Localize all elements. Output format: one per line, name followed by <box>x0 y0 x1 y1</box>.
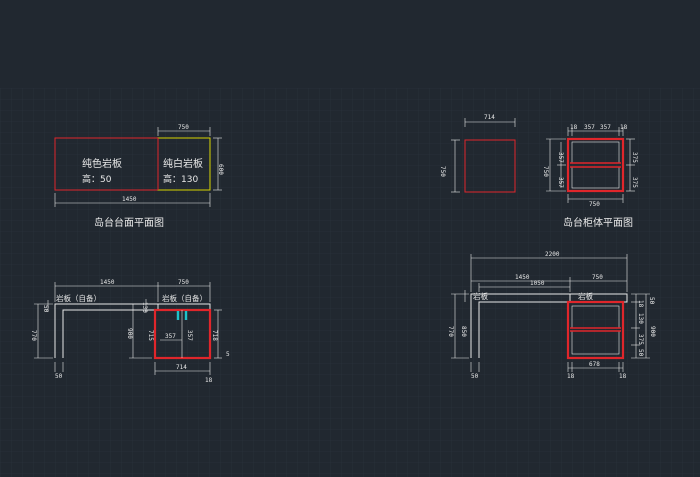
elev2-dim-top-c: 750 <box>592 274 603 281</box>
plan1-dim-top: 750 <box>178 124 189 131</box>
plan2-dim-top-b: 357 <box>584 124 595 131</box>
elev1-dim-mid: 900 <box>126 328 133 339</box>
elev1-cabinet <box>153 308 212 360</box>
plan2-dim-left-b: 357 <box>557 177 564 188</box>
plan2-dim-left: 750 <box>542 166 549 177</box>
elev1-dim-inner-b: 715 <box>147 330 154 341</box>
elev2-label-left: 岩板 <box>473 291 488 301</box>
elev1-dim-mid-b: 130 <box>141 302 148 313</box>
elev2-dim-right-c: 18 <box>637 300 644 308</box>
elev2-dim-top-b: 1050 <box>530 280 545 287</box>
elev2-dim-left-b: 850 <box>460 326 467 337</box>
plan1-right-label: 纯白岩板 <box>163 157 203 170</box>
plan2-dim-top-c: 357 <box>600 124 611 131</box>
plan2-dim-right-b: 375 <box>631 177 638 188</box>
plan2-dim-top-a: 18 <box>570 124 578 131</box>
plan1-title: 岛台台面平面图 <box>94 216 164 229</box>
elev1-dim-left-a: 50 <box>42 305 49 313</box>
elev2-dim-left: 770 <box>447 326 454 337</box>
elev1-dim-inner-a: 357 <box>165 333 176 340</box>
elevation-right <box>451 254 650 372</box>
elev1-dim-top: 1450 <box>100 279 115 286</box>
elev1-dim-inner-d: 718 <box>211 330 218 341</box>
elev2-dim-right-a: 50 <box>648 297 655 305</box>
elevation-left <box>34 282 222 375</box>
elev2-dim-bottom-b: 678 <box>589 361 600 368</box>
elev1-dim-bottom-a: 50 <box>55 373 63 380</box>
plan1-dim-bottom: 1450 <box>122 196 137 203</box>
plan1-left-height: 高：50 <box>82 173 112 185</box>
elev1-dim-bottom-b: 714 <box>176 364 187 371</box>
elev2-dim-bottom-c: 18 <box>619 373 627 380</box>
elev2-dim-right-b: 900 <box>649 326 656 337</box>
elev2-dim-bottom-d: 50 <box>471 373 479 380</box>
elev2-dim-top-a: 1450 <box>515 274 530 281</box>
plan2-dim-left-a: 357 <box>557 152 564 163</box>
plan2-dim-box-top: 714 <box>484 114 495 121</box>
elev2-label-right: 岩板 <box>578 291 593 301</box>
elev2-dim-bottom-a: 18 <box>567 373 575 380</box>
plan2-dim-right-a: 375 <box>631 152 638 163</box>
elev2-cabinet <box>566 300 625 360</box>
cabinet-plan-box <box>464 139 516 193</box>
elev2-dim-right-f: 50 <box>637 349 644 357</box>
elev1-label-left: 岩板（自备） <box>56 293 101 303</box>
plan2-dim-box-side: 750 <box>439 166 446 177</box>
plan1-left-label: 纯色岩板 <box>82 157 122 170</box>
elev2-dim-right-e: 375 <box>637 334 644 345</box>
plan1-dim-right: 600 <box>217 164 224 175</box>
elev1-dim-top-right: 750 <box>178 279 189 286</box>
elev1-dim-bottom-c: 18 <box>205 377 213 384</box>
elev2-dim-right-d: 130 <box>637 313 644 324</box>
elev1-dim-inner-c: 357 <box>186 330 193 341</box>
plan2-dim-bottom: 750 <box>589 201 600 208</box>
plan-countertop <box>54 127 222 207</box>
cabinet-section <box>566 137 625 193</box>
elev1-dim-left: 770 <box>30 330 37 341</box>
elev1-dim-right: 5 <box>226 351 230 358</box>
plan2-title: 岛台柜体平面图 <box>563 216 633 229</box>
plan2-dim-top-d: 18 <box>620 124 628 131</box>
grid <box>0 88 700 477</box>
elev1-label-right: 岩板（自备） <box>162 293 207 303</box>
plan1-right-height: 高：130 <box>163 173 198 185</box>
elev2-dim-top: 2200 <box>545 251 560 258</box>
plan-cabinet <box>451 118 635 203</box>
